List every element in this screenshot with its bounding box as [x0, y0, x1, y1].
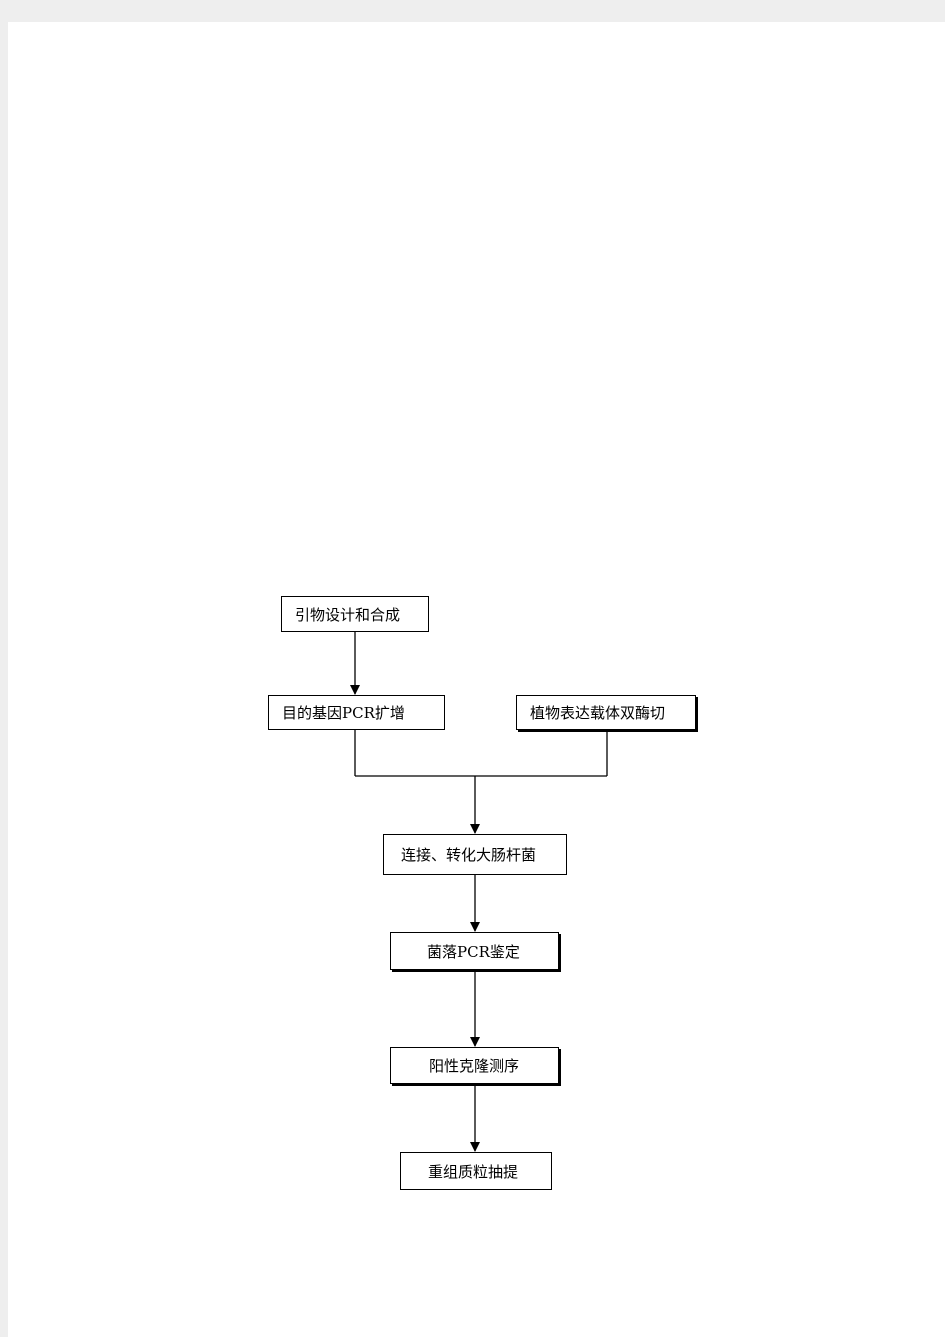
step-primer-design: 引物设计和合成 — [281, 596, 429, 632]
step-positive-sequencing-label: 阳性克隆测序 — [429, 1057, 520, 1075]
step-positive-sequencing: 阳性克隆测序 — [390, 1047, 559, 1084]
flowchart-connectors — [350, 632, 608, 1152]
step-gene-pcr: 目的基因PCR扩增 — [268, 695, 445, 730]
document-page: 引物设计和合成 目的基因PCR扩增 植物表达载体双酶切 连接、转化大肠杆菌 菌落… — [8, 22, 945, 1337]
step-primer-design-label: 引物设计和合成 — [295, 605, 401, 624]
step-vector-digest-label: 植物表达载体双酶切 — [530, 704, 666, 722]
step-ligation-transform: 连接、转化大肠杆菌 — [383, 834, 567, 875]
step-colony-pcr: 菌落PCR鉴定 — [390, 932, 559, 970]
step-plasmid-extraction-label: 重组质粒抽提 — [428, 1162, 519, 1181]
step-gene-pcr-label: 目的基因PCR扩增 — [282, 704, 405, 722]
step-colony-pcr-label: 菌落PCR鉴定 — [427, 942, 520, 961]
step-plasmid-extraction: 重组质粒抽提 — [400, 1152, 552, 1190]
step-vector-digest: 植物表达载体双酶切 — [516, 695, 696, 730]
step-ligation-transform-label: 连接、转化大肠杆菌 — [401, 846, 537, 864]
